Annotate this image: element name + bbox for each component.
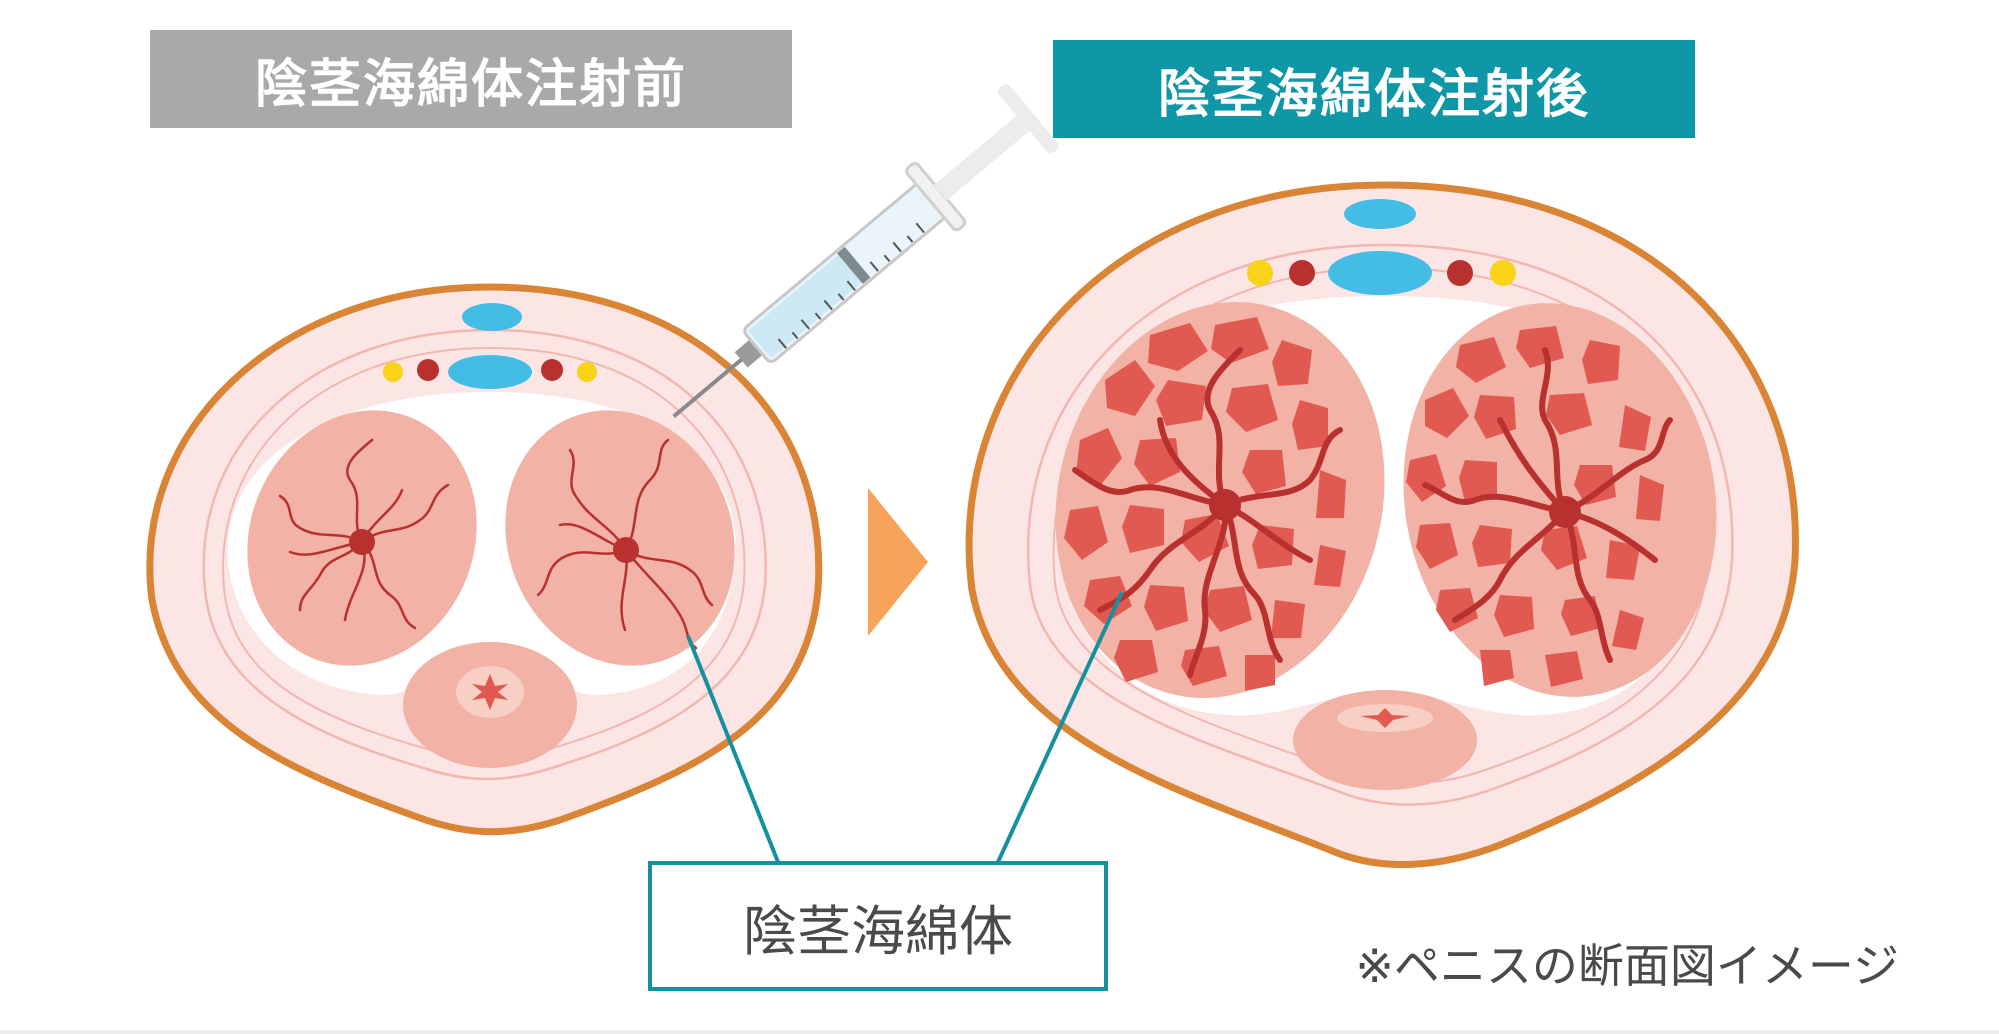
leader-line-before: [686, 635, 780, 863]
artery-right-after: [1447, 260, 1473, 286]
corpus-cavernosum-label: 陰茎海綿体: [648, 861, 1108, 991]
vein-deep-before: [448, 355, 532, 389]
fascia-line-before: [202, 328, 767, 781]
title-before-injection: 陰茎海綿体注射前: [150, 30, 792, 128]
nerve-right-before: [577, 362, 597, 382]
vein-deep-after: [1328, 251, 1432, 295]
arrow-right-icon: [868, 488, 928, 636]
nerve-right-after: [1490, 260, 1516, 286]
central-artery-right-after: [1549, 496, 1581, 528]
artery-left-after: [1289, 260, 1315, 286]
artery-right-before: [541, 359, 563, 381]
cross-section-after: [965, 181, 1799, 869]
central-artery-left-before: [349, 529, 375, 555]
leader-line-after: [996, 591, 1124, 863]
corpus-cavernosum-right-before: [505, 410, 735, 666]
bottom-divider: [0, 1030, 1999, 1034]
central-artery-left-after: [1209, 489, 1241, 521]
vein-top-small-before: [462, 303, 522, 331]
cross-section-before: [146, 283, 823, 836]
urethra-star-after: [1360, 708, 1410, 728]
artery-left-before: [417, 359, 439, 381]
vein-top-small-after: [1344, 199, 1416, 229]
central-artery-right-before: [613, 537, 639, 563]
urethra-star-before: [472, 674, 508, 710]
syringe-icon: [672, 84, 1059, 418]
fascia-line-after: [1026, 243, 1734, 806]
cross-section-caption: ※ペニスの断面図イメージ: [1355, 939, 1899, 993]
nerve-left-after: [1247, 260, 1273, 286]
title-after-injection: 陰茎海綿体注射後: [1053, 40, 1695, 138]
nerve-left-before: [383, 362, 403, 382]
sinusoids-right-after: [1406, 326, 1664, 687]
